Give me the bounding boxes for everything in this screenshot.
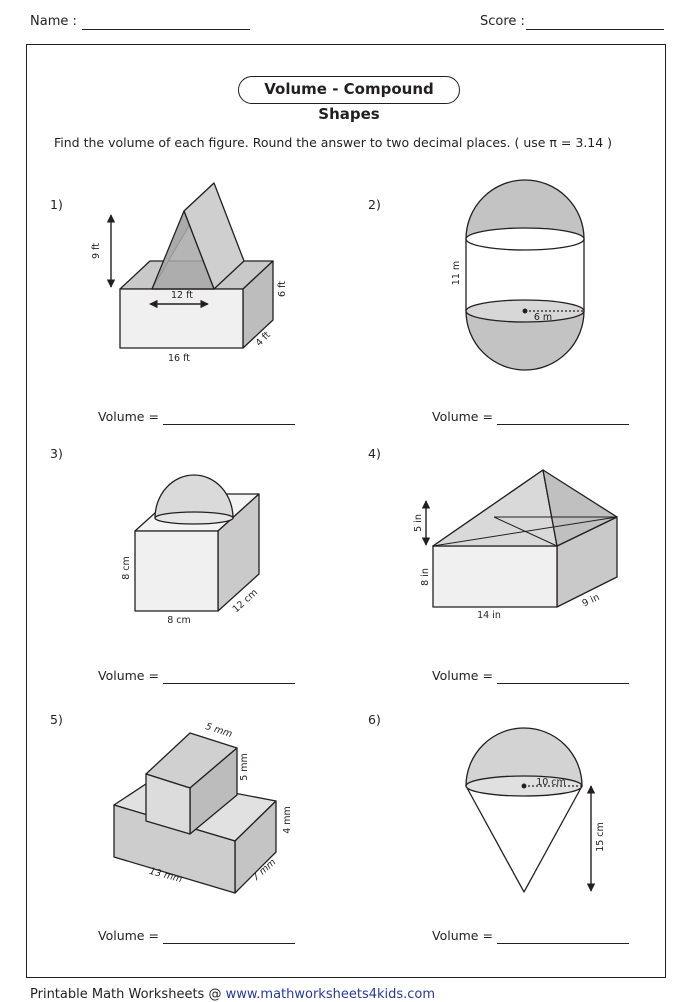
problem-number-4: 4) — [368, 446, 381, 461]
fig1-length-label: 16 ft — [168, 353, 190, 364]
volume-label-5: Volume = — [98, 928, 159, 943]
volume-label-1: Volume = — [98, 409, 159, 424]
fig4-height-label: 8 in — [420, 568, 431, 586]
problem-number-3: 3) — [50, 446, 63, 461]
volume-label-4: Volume = — [432, 668, 493, 683]
figure-6-ice-cream-cone — [465, 727, 583, 893]
answer-field-5[interactable] — [163, 943, 295, 944]
fig4-depth-label: 9 in — [581, 592, 602, 609]
footer-link[interactable]: www.mathworksheets4kids.com — [225, 987, 436, 1002]
figure-3-cube-with-dome — [134, 474, 260, 612]
fig3-width-label: 8 cm — [167, 615, 191, 626]
answer-field-2[interactable] — [497, 424, 629, 425]
figure-1-box-with-prism — [119, 182, 274, 349]
fig4-roof-height-label: 5 in — [413, 514, 424, 532]
volume-label-2: Volume = — [432, 409, 493, 424]
fig6-radius-label: 10 cm — [536, 777, 566, 788]
fig1-box-height-label: 6 ft — [277, 281, 288, 297]
figure-4-box-with-roof — [432, 469, 618, 608]
problem-number-1: 1) — [50, 197, 63, 212]
name-label: Name : — [30, 14, 77, 29]
answer-field-3[interactable] — [163, 683, 295, 684]
fig5-top-width-label: 5 mm — [204, 721, 234, 740]
problem-number-5: 5) — [50, 712, 63, 727]
fig1-inner-label: 12 ft — [171, 290, 193, 301]
answer-field-1[interactable] — [163, 424, 295, 425]
problem-number-6: 6) — [368, 712, 381, 727]
answer-field-4[interactable] — [497, 683, 629, 684]
fig1-height-label: 9 ft — [91, 243, 102, 259]
figure-5-stepped-solid — [113, 732, 277, 894]
page-title: Volume - Compound Shapes — [238, 76, 460, 123]
fig5-base-height-label: 4 mm — [282, 806, 293, 834]
figure-2-capsule — [465, 179, 585, 371]
score-label: Score : — [480, 14, 525, 29]
answer-field-6[interactable] — [497, 943, 629, 944]
fig6-height-label: 15 cm — [595, 822, 606, 852]
fig5-top-height-label: 5 mm — [239, 753, 250, 781]
footer-text: Printable Math Worksheets @ — [30, 987, 226, 1002]
fig2-radius-label: 6 m — [534, 312, 552, 323]
name-field[interactable] — [82, 29, 250, 30]
volume-label-3: Volume = — [98, 668, 159, 683]
fig3-height-label: 8 cm — [121, 556, 132, 580]
worksheet-frame — [26, 44, 666, 978]
footer: Printable Math Worksheets @ www.mathwork… — [30, 987, 435, 1002]
problem-number-2: 2) — [368, 197, 381, 212]
volume-label-6: Volume = — [432, 928, 493, 943]
instructions: Find the volume of each figure. Round th… — [54, 135, 613, 150]
fig4-length-label: 14 in — [477, 610, 501, 621]
fig2-height-label: 11 m — [451, 261, 462, 285]
score-field[interactable] — [526, 29, 664, 30]
